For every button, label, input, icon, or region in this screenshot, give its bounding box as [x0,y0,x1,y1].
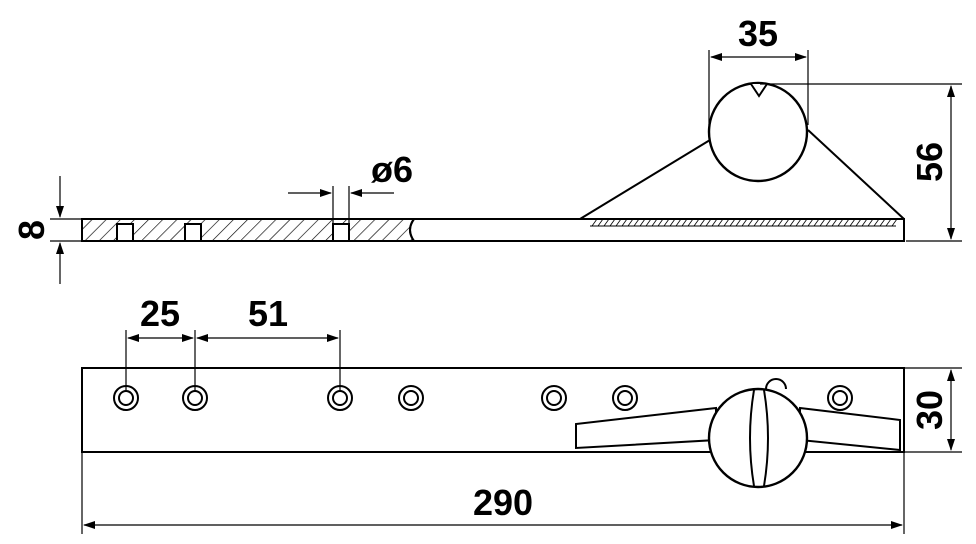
dim-total-height-label: 56 [909,142,950,182]
dim-length [81,452,905,534]
frame-base-tick [717,218,724,227]
side-screw-slot [750,83,768,98]
top-hole-3-bore [332,390,348,406]
frame-base-tick [879,218,886,227]
frame-base-tick [633,218,640,227]
frame-base-tick [843,218,850,227]
frame-base-tick [597,218,604,227]
side-frame-right [807,129,905,220]
frame-base-tick [771,218,778,227]
frame-base-tick [747,218,754,227]
frame-base-tick [651,218,658,227]
side-hole-2 [184,223,202,242]
frame-base-tick [615,218,622,227]
frame-base-tick [639,218,646,227]
frame-base-tick [855,218,862,227]
frame-base-tick [741,218,748,227]
top-hole-1-bore [118,390,134,406]
dim-second-spacing-label: 51 [248,293,288,334]
frame-base-tick [705,218,712,227]
frame-base-tick [609,218,616,227]
frame-base-tick [849,218,856,227]
frame-base-tick [885,218,892,227]
top-hole-7-bore [832,390,848,406]
frame-base-tick [783,218,790,227]
frame-base-tick [627,218,634,227]
frame-base-tick [891,218,898,227]
frame-base-tick [723,218,730,227]
dim-thickness [50,176,82,284]
dim-head-width-label: 35 [738,13,778,54]
frame-base-tick [663,218,670,227]
dim-first-spacing [125,330,196,392]
side-view [81,81,905,242]
side-screw-head [707,81,809,183]
frame-base-tick [873,218,880,227]
top-hole-4 [398,385,424,411]
dim-first-spacing-label: 25 [140,293,180,334]
frame-base-tick [765,218,772,227]
frame-base-tick [621,218,628,227]
frame-base-tick [867,218,874,227]
frame-base-tick [795,218,802,227]
top-screw-slot [749,389,769,487]
frame-base-tick [681,218,688,227]
top-screw-head [707,387,809,489]
dim-total-height [760,83,962,242]
side-frame-left [579,139,711,220]
frame-base-tick [687,218,694,227]
frame-base-tick [801,218,808,227]
dim-head-width [708,50,809,125]
top-arm-left [575,406,717,450]
frame-base-tick [831,218,838,227]
frame-base-tick [813,218,820,227]
frame-base-tick [591,218,598,227]
dim-hole-diameter-label: ø6 [371,149,413,190]
top-hole-hidden [765,378,787,390]
side-hole-1 [116,223,134,242]
frame-base-tick [861,218,868,227]
frame-base-tick [753,218,760,227]
frame-base-tick [603,218,610,227]
frame-base-tick [711,218,718,227]
top-hole-5 [541,385,567,411]
frame-base-tick [837,218,844,227]
dim-thickness-label: 8 [11,220,52,240]
frame-base-tick [669,218,676,227]
top-hole-2-bore [187,390,203,406]
dim-width-label: 30 [909,390,950,430]
frame-base-tick [735,218,742,227]
top-hole-4-bore [403,390,419,406]
top-view [81,367,905,489]
frame-base-tick [693,218,700,227]
dim-length-label: 290 [473,482,533,523]
frame-base-tick [789,218,796,227]
frame-base-tick [759,218,766,227]
top-hole-6-bore [617,390,633,406]
dim-hole-diameter [288,186,394,224]
frame-base-tick [777,218,784,227]
dim-width [904,367,962,453]
frame-base-tick [699,218,706,227]
frame-base-tick [819,218,826,227]
top-hole-5-bore [546,390,562,406]
frame-base-tick [825,218,832,227]
side-frame-base-ticks [591,218,898,227]
side-hole-3 [332,223,350,242]
frame-base-tick [645,218,652,227]
top-arm-right [799,406,901,452]
top-bar-outline [81,367,905,453]
frame-base-tick [729,218,736,227]
top-hole-7 [827,385,853,411]
frame-base-tick [807,218,814,227]
side-break-line [409,218,415,242]
top-hole-6 [612,385,638,411]
dim-second-spacing [196,330,341,392]
frame-base-tick [675,218,682,227]
side-frame-base-hatch [586,218,900,227]
frame-base-tick [657,218,664,227]
